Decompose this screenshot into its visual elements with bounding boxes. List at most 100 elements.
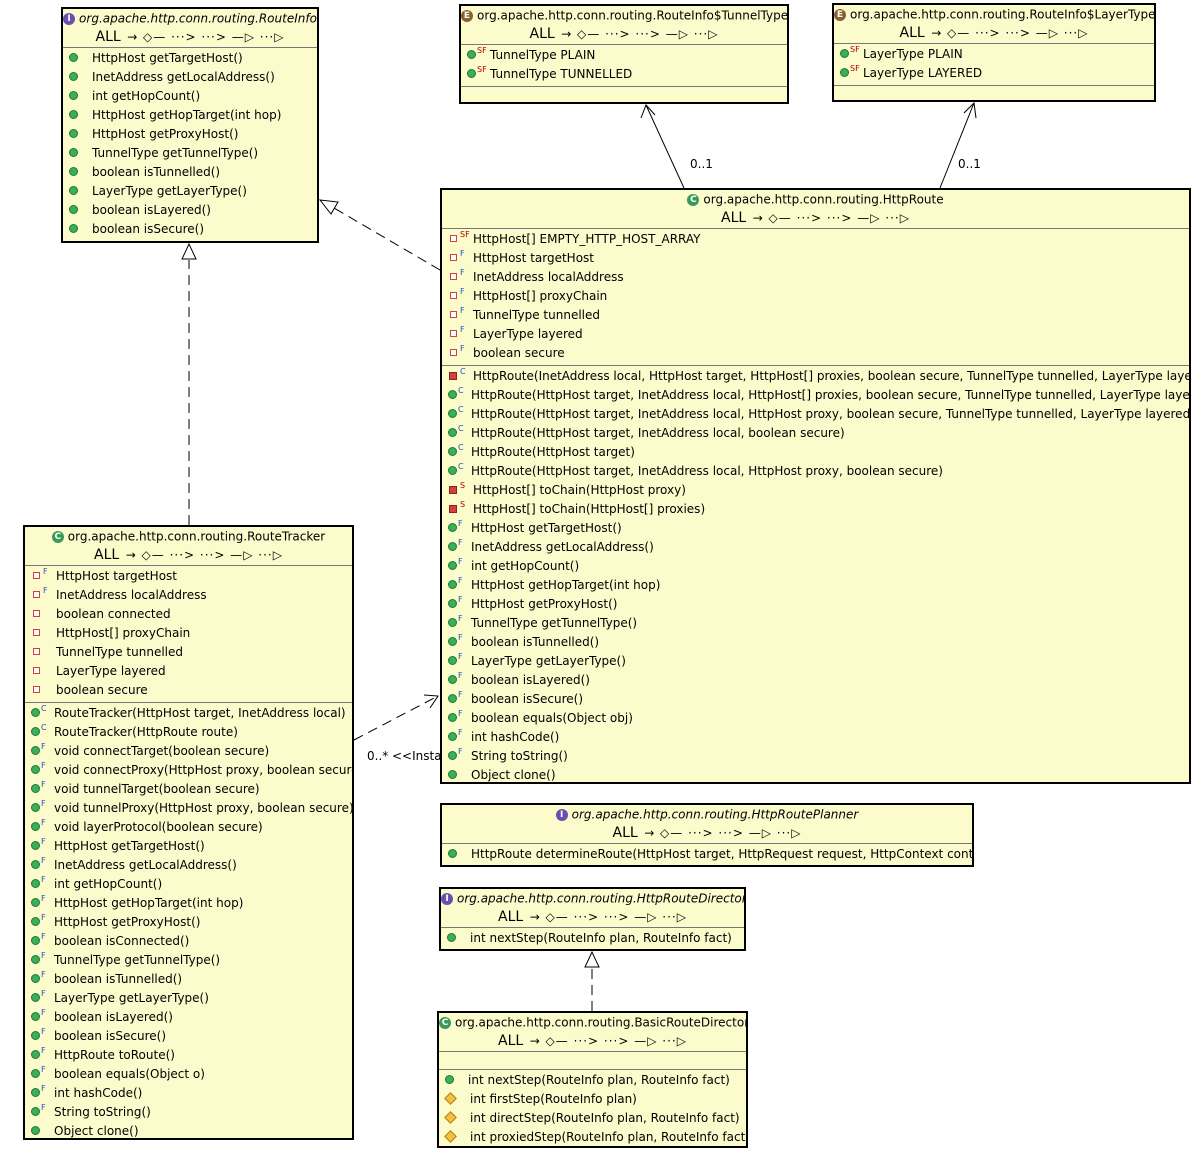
member-row[interactable]: int firstStep(RouteInfo plan) <box>439 1090 746 1109</box>
member-row[interactable]: Object clone() <box>25 1122 352 1138</box>
public-method-icon <box>69 167 78 176</box>
private-field-icon <box>33 572 40 579</box>
filter-row[interactable]: ALL → ◇— ···> ···> —▷ ···▷ <box>439 1031 746 1051</box>
member-row[interactable]: int directStep(RouteInfo plan, RouteInfo… <box>439 1109 746 1128</box>
member-row[interactable]: HttpHost getProxyHost() <box>63 125 317 144</box>
member-row[interactable]: int getHopCount() <box>63 87 317 106</box>
member-row[interactable]: boolean isLayered() <box>63 201 317 220</box>
member-row[interactable]: LayerType getLayerType() <box>63 182 317 201</box>
member-row[interactable]: HttpRoute determineRoute(HttpHost target… <box>442 845 972 864</box>
modifier-marker: SF <box>850 64 860 73</box>
member-row[interactable]: int proxiedStep(RouteInfo plan, RouteInf… <box>439 1128 746 1146</box>
member-row[interactable]: boolean isSecure() <box>63 220 317 239</box>
member-row[interactable]: InetAddress getLocalAddress() <box>63 68 317 87</box>
filter-row[interactable]: ALL → ◇— ···> ···> —▷ ···▷ <box>834 23 1154 43</box>
filter-row[interactable]: ALL → ◇— ···> ···> —▷ ···▷ <box>441 907 744 927</box>
member-row[interactable]: LayerType layered <box>25 662 352 681</box>
filter-row[interactable]: ALL → ◇— ···> ···> —▷ ···▷ <box>25 545 352 565</box>
member-row[interactable]: boolean isTunnelled() <box>63 163 317 182</box>
filter-row[interactable]: ALL → ◇— ···> ···> —▷ ···▷ <box>461 24 787 44</box>
member-row[interactable]: int nextStep(RouteInfo plan, RouteInfo f… <box>439 1071 746 1090</box>
member-row[interactable]: boolean secure <box>25 681 352 700</box>
modifier-marker: F <box>41 1027 46 1036</box>
filter-row[interactable]: ALL → ◇— ···> ···> —▷ ···▷ <box>442 208 1189 228</box>
modifier-marker: F <box>41 913 46 922</box>
member-row[interactable]: TunnelType getTunnelType() <box>63 144 317 163</box>
member-row[interactable]: int nextStep(RouteInfo plan, RouteInfo f… <box>441 929 744 948</box>
member-row[interactable]: HttpHost getTargetHost() <box>63 49 317 68</box>
filter-row[interactable]: ALL → ◇— ···> ···> —▷ ···▷ <box>442 823 972 843</box>
member-row[interactable]: Object clone() <box>442 766 1189 782</box>
member-row[interactable]: TunnelType tunnelled <box>25 643 352 662</box>
member-row[interactable]: HttpHost getHopTarget(int hop) <box>63 106 317 125</box>
filter-row[interactable]: ALL → ◇— ···> ···> —▷ ···▷ <box>63 27 317 47</box>
member-row[interactable]: HttpHost[] proxyChain <box>25 624 352 643</box>
member-row[interactable]: boolean connected <box>25 605 352 624</box>
